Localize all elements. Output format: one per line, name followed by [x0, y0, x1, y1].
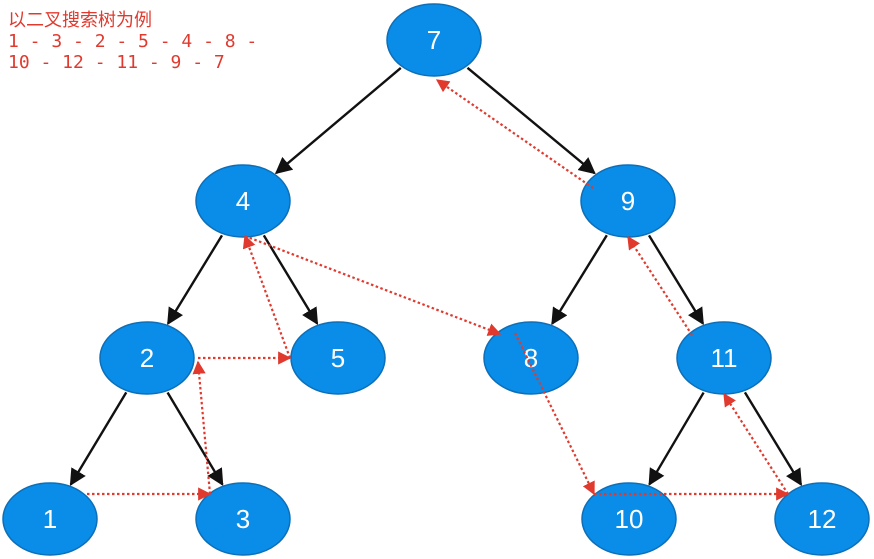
tree-edge-7-9 [466, 66, 596, 175]
tree-node-11: 11 [676, 321, 772, 395]
node-ellipse [99, 321, 195, 395]
tree-edge-9-11 [647, 234, 705, 326]
tree-node-4: 4 [195, 164, 291, 238]
tree-node-2: 2 [99, 321, 195, 395]
node-label: 12 [808, 504, 837, 534]
tree-edge-11-12 [743, 391, 803, 487]
caption-sequence-line-1: 1 - 3 - 2 - 5 - 4 - 8 - [8, 31, 258, 52]
tree-node-5: 5 [290, 321, 386, 395]
tree-node-3: 3 [195, 482, 291, 556]
node-label: 9 [621, 186, 635, 216]
tree-node-10: 10 [581, 482, 677, 556]
node-label: 1 [43, 504, 57, 534]
node-label: 5 [331, 343, 345, 373]
tree-edge-4-5 [262, 234, 319, 326]
tree-edge-2-3 [166, 391, 224, 486]
node-label: 11 [711, 343, 738, 373]
traversal-step-5-to-4 [242, 234, 292, 359]
tree-edge-9-8 [551, 234, 608, 326]
node-ellipse [386, 3, 482, 77]
node-label: 2 [140, 343, 154, 373]
traversal-caption: 以二叉搜索树为例 1 - 3 - 2 - 5 - 4 - 8 - 10 - 12… [8, 10, 257, 73]
tree-node-12: 12 [774, 482, 870, 556]
tree-edge-7-4 [274, 67, 402, 175]
node-ellipse [581, 482, 677, 556]
node-label: 10 [615, 504, 644, 534]
node-label: 4 [236, 186, 250, 216]
tree-node-9: 9 [580, 164, 676, 238]
node-ellipse [774, 482, 870, 556]
tree-node-1: 1 [2, 482, 98, 556]
node-label: 3 [236, 504, 250, 534]
caption-title: 以二叉搜索树为例 [8, 10, 152, 31]
postorder-traversal-path [87, 79, 790, 501]
tree-edge-11-10 [648, 391, 705, 486]
tree-node-8: 8 [483, 321, 579, 395]
node-ellipse [2, 482, 98, 556]
node-ellipse [195, 482, 291, 556]
node-label: 8 [524, 343, 538, 373]
caption-sequence-line-2: 10 - 12 - 11 - 9 - 7 [8, 52, 225, 73]
node-ellipse [483, 321, 579, 395]
traversal-step-3-to-2 [192, 360, 212, 495]
tree-edge-4-2 [166, 234, 224, 326]
tree-edges [69, 66, 803, 487]
tree-edge-2-1 [69, 391, 128, 487]
traversal-step-4-to-8 [244, 234, 502, 336]
traversal-step-9-to-7 [435, 79, 594, 189]
tree-node-7: 7 [386, 3, 482, 77]
node-label: 7 [427, 25, 441, 55]
